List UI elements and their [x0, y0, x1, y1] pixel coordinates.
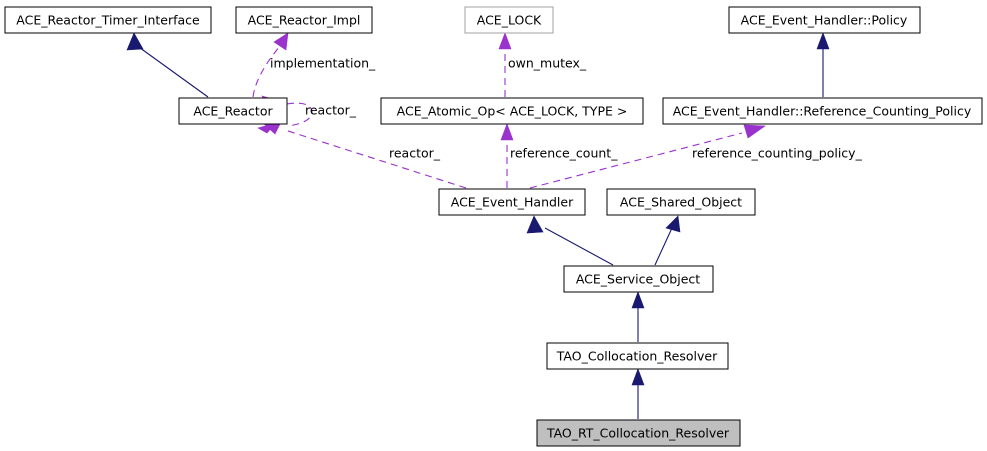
node-label: ACE_Event_Handler::Policy — [741, 13, 908, 28]
node-ace-shared-object[interactable]: ACE_Shared_Object — [606, 188, 756, 216]
node-tao-collocation-resolver[interactable]: TAO_Collocation_Resolver — [546, 342, 729, 370]
edge-ace-event-handler-to-ace-reactor: reactor_ — [262, 121, 467, 189]
edge-label-reference-count: reference_count_ — [510, 146, 618, 161]
node-ace-atomic-op[interactable]: ACE_Atomic_Op< ACE_LOCK, TYPE > — [380, 97, 644, 125]
node-ace-lock[interactable]: ACE_LOCK — [464, 6, 554, 34]
edge-ace-service-object-to-ace-shared-object — [654, 215, 681, 266]
node-label: ACE_Reactor — [193, 104, 273, 119]
node-label: ACE_Event_Handler::Reference_Counting_Po… — [673, 104, 972, 119]
edge-ace-reactor-to-ace-reactor-timer-interface — [126, 32, 209, 98]
node-label: ACE_Event_Handler — [451, 195, 574, 210]
node-label: ACE_Shared_Object — [620, 195, 742, 210]
node-ace-service-object[interactable]: ACE_Service_Object — [563, 265, 714, 293]
edge-reference-counting-policy-to-policy — [816, 32, 830, 97]
edge-label-reactor-self: reactor_ — [305, 103, 357, 118]
node-ace-reactor-impl[interactable]: ACE_Reactor_Impl — [235, 6, 373, 34]
node-layer: ACE_Reactor_Timer_Interface ACE_Reactor_… — [4, 6, 983, 447]
node-label: ACE_LOCK — [477, 13, 542, 28]
edge-ace-atomic-op-to-ace-lock: own_mutex_ — [498, 32, 587, 97]
node-ace-reactor-timer-interface[interactable]: ACE_Reactor_Timer_Interface — [4, 6, 212, 34]
edge-layer: implementation_ reactor_ own_mutex_ — [126, 32, 863, 419]
edge-ace-reactor-to-ace-reactor-impl: implementation_ — [252, 32, 376, 98]
edge-label-own-mutex: own_mutex_ — [508, 56, 587, 71]
node-ace-reactor[interactable]: ACE_Reactor — [178, 97, 288, 125]
edge-label-implementation: implementation_ — [270, 56, 376, 71]
edge-tao-rt-collocation-resolver-to-tao-collocation-resolver — [631, 368, 645, 419]
node-label: ACE_Reactor_Timer_Interface — [16, 13, 200, 28]
node-tao-rt-collocation-resolver[interactable]: TAO_RT_Collocation_Resolver — [536, 419, 741, 447]
node-label: ACE_Atomic_Op< ACE_LOCK, TYPE > — [397, 104, 628, 119]
edge-label-reactor: reactor_ — [389, 146, 441, 161]
edge-label-reference-counting-policy: reference_counting_policy_ — [692, 146, 863, 161]
edge-ace-event-handler-to-ace-atomic-op: reference_count_ — [500, 123, 618, 188]
edge-ace-event-handler-to-reference-counting-policy: reference_counting_policy_ — [529, 124, 863, 189]
edge-ace-service-object-to-ace-event-handler — [526, 215, 614, 266]
node-label: TAO_RT_Collocation_Resolver — [546, 426, 730, 441]
edge-tao-collocation-resolver-to-ace-service-object — [631, 291, 645, 342]
node-ace-event-handler-policy[interactable]: ACE_Event_Handler::Policy — [728, 6, 921, 34]
node-label: TAO_Collocation_Resolver — [556, 349, 718, 364]
node-label: ACE_Service_Object — [576, 272, 700, 287]
node-ace-event-handler-reference-counting-policy[interactable]: ACE_Event_Handler::Reference_Counting_Po… — [662, 97, 983, 125]
node-ace-event-handler[interactable]: ACE_Event_Handler — [438, 188, 586, 216]
node-label: ACE_Reactor_Impl — [248, 13, 361, 28]
